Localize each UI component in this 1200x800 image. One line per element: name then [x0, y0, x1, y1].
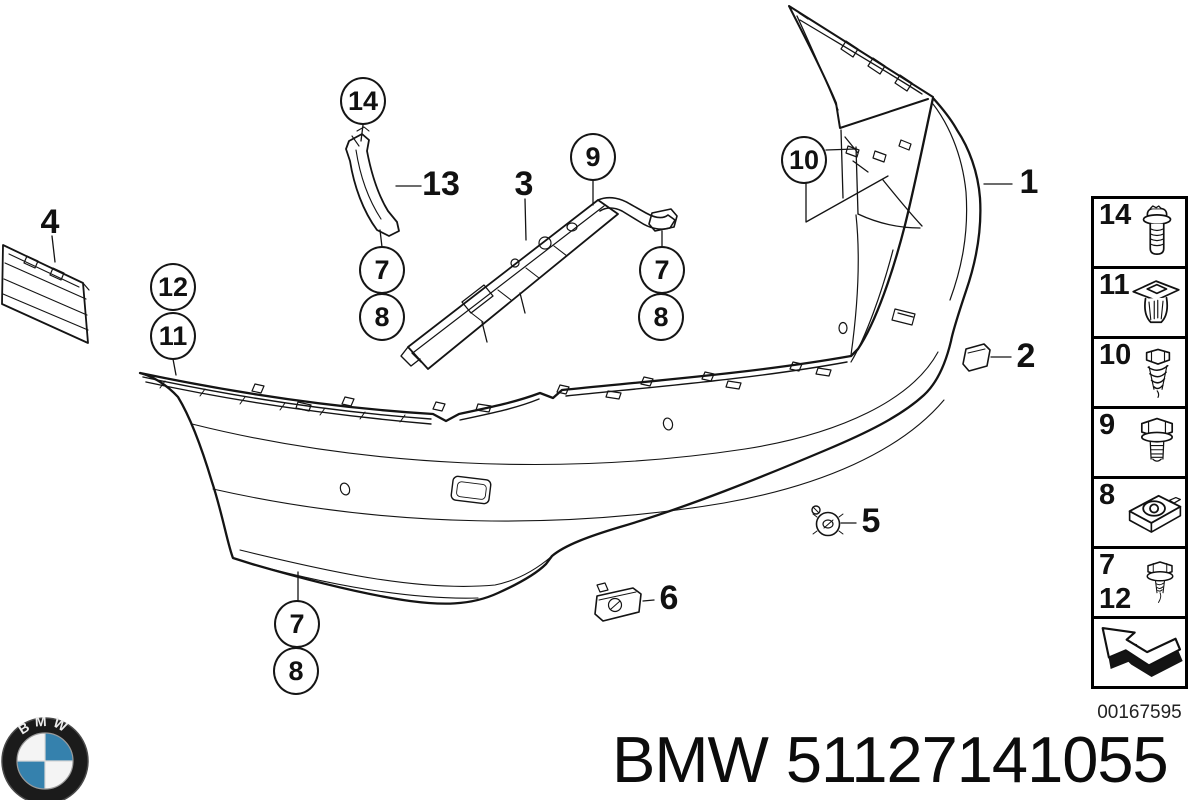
legend-item-7-12: 7 12	[1091, 546, 1188, 619]
callout-label-5: 5	[861, 502, 881, 540]
roundel-quadrant-bl	[17, 761, 45, 789]
clip-nut-icon	[1128, 494, 1182, 533]
legend-item-14: 14	[1091, 196, 1188, 269]
callout-label-3: 3	[514, 165, 534, 203]
callout-circle-7-bottom: 7	[274, 600, 320, 648]
part-number-text: 51127141055	[785, 723, 1169, 796]
drawing-bumper-cover	[138, 96, 982, 605]
drawing-carrier-rail	[400, 196, 678, 370]
legend-item-9: 9	[1091, 406, 1188, 479]
drawing-corner-flap	[788, 5, 934, 129]
drawing-grommet-nut	[811, 505, 844, 537]
leader-lines	[51, 124, 1013, 602]
hex-bolt-icon	[1140, 417, 1174, 462]
callout-circle-7-left: 7	[359, 246, 405, 294]
coarse-thread-screw-icon	[1145, 348, 1171, 398]
callout-circle-12: 12	[150, 263, 196, 311]
drawing-tow-hook-cover	[962, 343, 991, 372]
roundel-quadrant-tl	[17, 733, 45, 761]
callout-label-13: 13	[422, 165, 460, 203]
brand-text: BMW	[612, 723, 769, 796]
callout-circle-8-left: 8	[359, 293, 405, 341]
callout-circle-10: 10	[781, 136, 827, 184]
callout-label-1: 1	[1019, 163, 1039, 201]
roundel-quadrant-br	[45, 761, 73, 789]
expanding-nut-icon	[1132, 279, 1180, 323]
roundel-quadrant-tr	[45, 733, 73, 761]
callout-label-2: 2	[1016, 337, 1036, 375]
legend-item-8: 8	[1091, 476, 1188, 549]
diagram-image-number: 00167595	[1097, 702, 1182, 723]
legend-item-11: 11	[1091, 266, 1188, 339]
legend-item-10: 10	[1091, 336, 1188, 409]
callout-circle-8-right: 8	[638, 293, 684, 341]
callout-label-6: 6	[659, 579, 679, 617]
torx-screw-icon	[1142, 204, 1172, 255]
callout-circle-9: 9	[570, 133, 616, 181]
legend-item-arrow	[1091, 616, 1188, 689]
hex-washer-screw-icon	[1146, 560, 1174, 603]
drawing-small-bracket	[594, 582, 642, 622]
callout-circle-8-bottom: 8	[273, 647, 319, 695]
bmw-logo: BMW	[1, 717, 89, 800]
callout-circle-14: 14	[340, 77, 386, 125]
callout-label-4: 4	[40, 203, 60, 241]
fastener-legend: 14 11 10	[1091, 196, 1188, 723]
callout-circle-7-right: 7	[639, 246, 685, 294]
direction-arrow-icon	[1101, 626, 1183, 677]
drawing-side-bracket	[345, 126, 400, 237]
drawing-license-plate-filler	[1, 244, 90, 344]
callout-circle-11: 11	[150, 312, 196, 360]
